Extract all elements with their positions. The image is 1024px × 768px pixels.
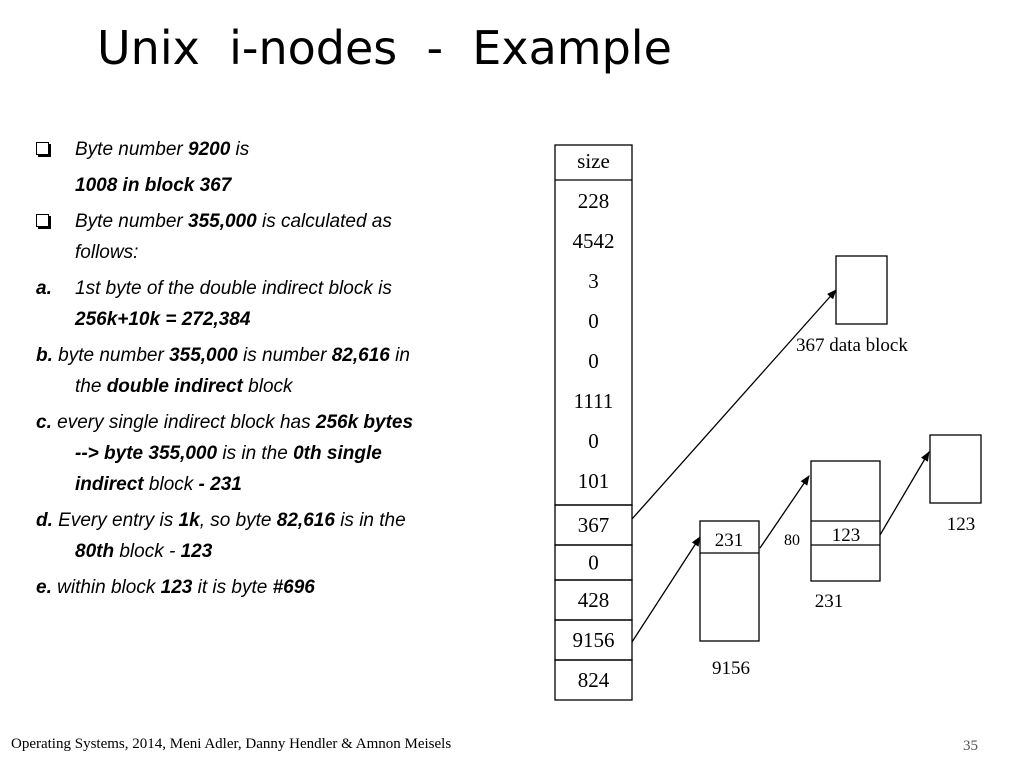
step-d-bold-2: 82,616: [276, 510, 335, 531]
checkbox-bullet-icon: [36, 142, 49, 155]
bullet-list: Byte number 9200 is 1008 in block 367 By…: [36, 134, 516, 603]
step-b-text-5: block: [242, 376, 293, 397]
inode-cell: 824: [578, 668, 610, 692]
step-d-bold-4: 123: [180, 541, 213, 562]
bullet-1-result: 1008 in block 367: [36, 170, 516, 201]
arrow-9156-to-block: [631, 536, 701, 643]
inode-cell: 9156: [573, 628, 615, 652]
step-c-text-1: every single indirect block has: [51, 412, 316, 433]
inode-cell: 228: [578, 189, 610, 213]
bullet-2-line2: follows:: [75, 242, 139, 263]
checkbox-bullet-icon: [36, 214, 49, 227]
step-b-text-1: byte number: [52, 345, 170, 366]
step-d: d. Every entry is 1k, so byte 82,616 is …: [36, 505, 516, 567]
step-d-bold-3: 80th: [75, 541, 115, 562]
inode-cell: 0: [588, 309, 599, 333]
page-number: 35: [963, 738, 978, 754]
step-b: b. byte number 355,000 is number 82,616 …: [36, 340, 516, 402]
inode-cell: 367: [578, 513, 610, 537]
step-e-text-1: within block: [51, 577, 161, 598]
step-a-label: a.: [36, 278, 52, 299]
step-d-text-1: Every entry is: [52, 510, 179, 531]
block-231-entry: 123: [832, 525, 861, 546]
inode-cell: 0: [588, 349, 599, 373]
block-123-label: 123: [947, 514, 976, 535]
step-b-text-3: in: [389, 345, 410, 366]
bullet-1-result-text: 1008 in block 367: [75, 175, 232, 196]
block-123: [929, 434, 982, 504]
step-a: a. 1st byte of the double indirect block…: [36, 273, 516, 335]
block-9156: [699, 520, 760, 642]
bullet-1-text: Byte number: [75, 139, 188, 160]
step-b-bold-3: double indirect: [106, 376, 243, 397]
inode-cell: size: [577, 149, 610, 173]
bullet-2-text-end: is calculated as: [256, 211, 392, 232]
step-b-text-4: the: [75, 376, 107, 397]
inode-cell: 0: [588, 429, 599, 453]
bullet-1-text-end: is: [230, 139, 250, 160]
step-c-bold-1: 256k bytes: [315, 412, 414, 433]
step-b-number-2: 82,616: [331, 345, 390, 366]
step-e-text-2: it is byte: [192, 577, 273, 598]
step-d-text-2: , so byte: [199, 510, 277, 531]
step-c-bold-5: - 231: [198, 474, 242, 495]
step-a-value: 256k+10k = 272,384: [75, 309, 251, 330]
arrow-367-to-data-block: [631, 289, 837, 520]
data-block-367: [835, 255, 888, 325]
step-d-text-4: block -: [114, 541, 181, 562]
bullet-2-number: 355,000: [188, 211, 257, 232]
step-c: c. every single indirect block has 256k …: [36, 407, 516, 500]
slide-title: Unix i-nodes - Example: [97, 21, 672, 75]
block-9156-entry: 231: [715, 530, 744, 551]
step-c-bold-4: indirect: [75, 474, 144, 495]
inode-cell-border: [554, 659, 633, 701]
step-e-label: e.: [36, 577, 52, 598]
step-c-text-2: is in the: [217, 443, 294, 464]
block-231-index: 80: [784, 532, 800, 549]
footer-credit: Operating Systems, 2014, Meni Adler, Dan…: [11, 736, 452, 752]
data-block-367-label: 367 data block: [796, 335, 908, 356]
inode-cell: 101: [578, 469, 610, 493]
step-e: e. within block 123 it is byte #696: [36, 572, 516, 603]
arrow-231-to-block: [759, 475, 810, 549]
bullet-2: Byte number 355,000 is calculated as fol…: [36, 206, 516, 268]
inode-cell: 3: [588, 269, 599, 293]
step-b-label: b.: [36, 345, 53, 366]
block-231-label: 231: [815, 591, 844, 612]
step-a-text: 1st byte of the double indirect block is: [75, 278, 392, 299]
arrow-123-to-block: [879, 451, 930, 536]
step-e-bold-2: #696: [272, 577, 315, 598]
step-b-number-1: 355,000: [169, 345, 238, 366]
step-c-bold-2: --> byte 355,000: [75, 443, 218, 464]
step-d-label: d.: [36, 510, 53, 531]
step-c-text-3: block: [143, 474, 199, 495]
inode-table: size 228 4542 3 0 0 1111 0 101 367 0 428 9156 824: [554, 144, 633, 701]
step-d-text-3: is in the: [334, 510, 406, 531]
step-b-text-2: is number: [237, 345, 332, 366]
bullet-2-text: Byte number: [75, 211, 188, 232]
inode-cell: 1111: [574, 389, 614, 413]
step-c-label: c.: [36, 412, 52, 433]
step-e-bold-1: 123: [160, 577, 193, 598]
step-d-bold-1: 1k: [178, 510, 200, 531]
inode-cell: 428: [578, 588, 610, 612]
inode-cell: 0: [588, 551, 599, 575]
inode-cell: 4542: [573, 229, 615, 253]
step-c-bold-3: 0th single: [293, 443, 382, 464]
bullet-1: Byte number 9200 is: [36, 134, 516, 165]
block-9156-label: 9156: [712, 658, 750, 679]
bullet-1-number: 9200: [188, 139, 231, 160]
